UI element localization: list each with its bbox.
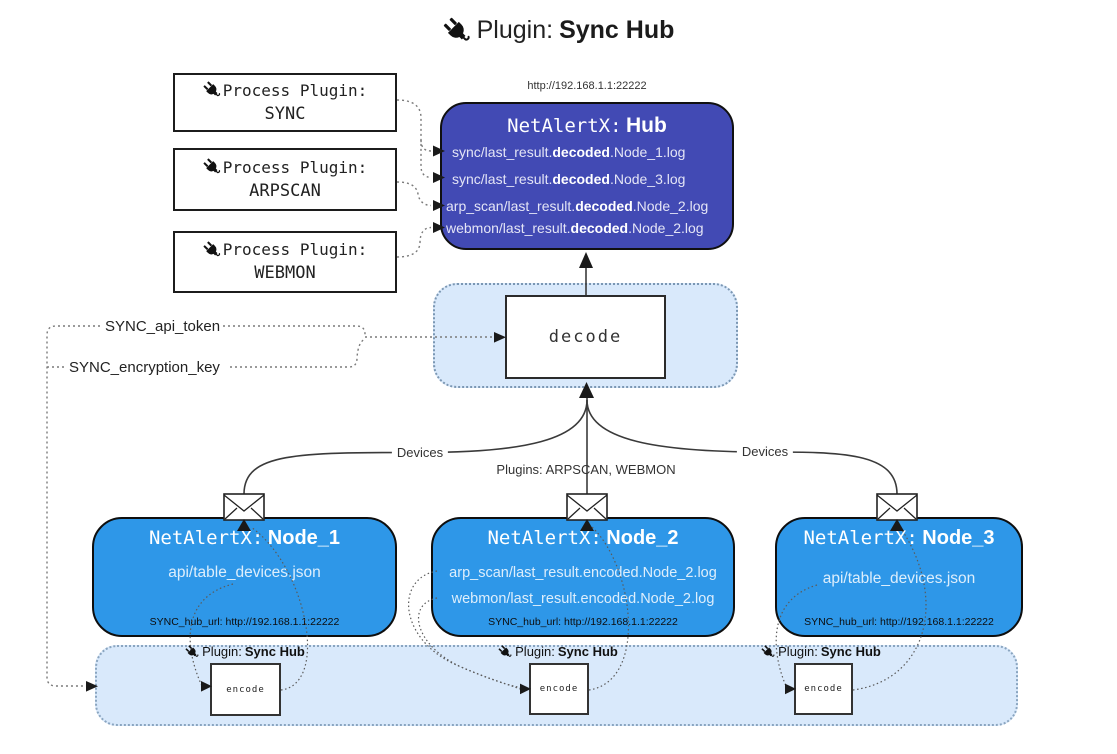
process-plugin-sync: Process Plugin: SYNC — [173, 73, 397, 132]
encoder-plugin-label-3: Plugin:Sync Hub — [761, 644, 881, 659]
hub-log-line: arp_scan/last_result.decoded.Node_2.log — [446, 198, 709, 214]
process-plugin-name: ARPSCAN — [249, 180, 321, 201]
node-file: arp_scan/last_result.encoded.Node_2.log — [449, 565, 717, 581]
plugins-center-label: Plugins: ARPSCAN, WEBMON — [496, 462, 676, 477]
hub-log-line: webmon/last_result.decoded.Node_2.log — [446, 220, 704, 236]
node-file: api/table_devices.json — [822, 570, 976, 587]
page-title-prefix: Plugin: — [476, 16, 554, 44]
node-3-box: NetAlertX: Node_3 api/table_devices.json… — [775, 517, 1023, 637]
encode-box-1: encode — [210, 663, 281, 716]
edge-sync-to-hub — [396, 99, 432, 179]
encoder-plugin-label-2: Plugin:Sync Hub — [498, 644, 618, 659]
process-plugin-webmon: Process Plugin: WEBMON — [173, 231, 397, 293]
node-file: webmon/last_result.encoded.Node_2.log — [451, 591, 715, 607]
node-1-box: NetAlertX: Node_1 api/table_devices.json… — [92, 517, 397, 637]
plug-icon — [202, 81, 221, 100]
hub-title-prefix: NetAlertX: — [507, 115, 622, 137]
encode-box-2: encode — [529, 663, 589, 715]
hub-log-line: sync/last_result.decoded.Node_1.log — [452, 144, 686, 160]
plug-icon — [202, 158, 221, 177]
edge-webmon-to-hub — [396, 226, 432, 258]
process-plugin-label: Process Plugin: — [222, 240, 368, 260]
plug-icon — [185, 644, 200, 659]
hub-title: NetAlertX: Hub — [442, 114, 732, 138]
sync-api-token-label: SYNC_api_token — [102, 318, 224, 335]
page-title-name: Sync Hub — [559, 16, 675, 44]
decode-box: decode — [505, 295, 666, 379]
edge-api-token — [223, 325, 366, 337]
node-hub-url: SYNC_hub_url: http://192.168.1.1:22222 — [804, 616, 994, 628]
process-plugin-arpscan: Process Plugin: ARPSCAN — [173, 148, 397, 211]
encoder-plugin-label-1: Plugin:Sync Hub — [185, 644, 305, 659]
hub-url-label: http://192.168.1.1:22222 — [527, 80, 647, 92]
node-title: NetAlertX: Node_2 — [487, 527, 679, 549]
plug-icon — [202, 240, 221, 259]
process-plugin-label: Process Plugin: — [222, 157, 368, 177]
hub-title-name: Hub — [626, 114, 667, 137]
encode-box-3: encode — [794, 663, 853, 715]
arrowhead — [579, 252, 593, 268]
plug-icon — [498, 644, 513, 659]
process-plugin-name: SYNC — [264, 103, 306, 124]
process-plugin-name: WEBMON — [254, 263, 316, 284]
page-title: Plugin: Sync Hub — [0, 16, 1117, 45]
node-hub-url: SYNC_hub_url: http://192.168.1.1:22222 — [488, 616, 678, 628]
node-file: api/table_devices.json — [168, 564, 321, 581]
sync-encryption-key-label: SYNC_encryption_key — [66, 359, 223, 376]
hub-box: NetAlertX: Hub sync/last_result.decoded.… — [440, 102, 734, 250]
node-title: NetAlertX: Node_1 — [148, 527, 341, 549]
edge-arpscan-to-hub — [396, 181, 432, 207]
edge-sync-to-hub-2 — [420, 139, 432, 152]
edge-settings-to-encoders — [46, 325, 100, 687]
edge-encryption-key — [230, 338, 366, 368]
node-2-box: NetAlertX: Node_2 arp_scan/last_result.e… — [431, 517, 735, 637]
devices-right-label: Devices — [736, 444, 794, 459]
plug-icon — [442, 16, 471, 45]
plug-icon — [761, 644, 776, 659]
process-plugin-label: Process Plugin: — [222, 80, 368, 100]
node-hub-url: SYNC_hub_url: http://192.168.1.1:22222 — [149, 616, 340, 628]
hub-log-line: sync/last_result.decoded.Node_3.log — [452, 171, 686, 187]
devices-left-label: Devices — [391, 445, 449, 460]
node-title: NetAlertX: Node_3 — [803, 527, 995, 549]
